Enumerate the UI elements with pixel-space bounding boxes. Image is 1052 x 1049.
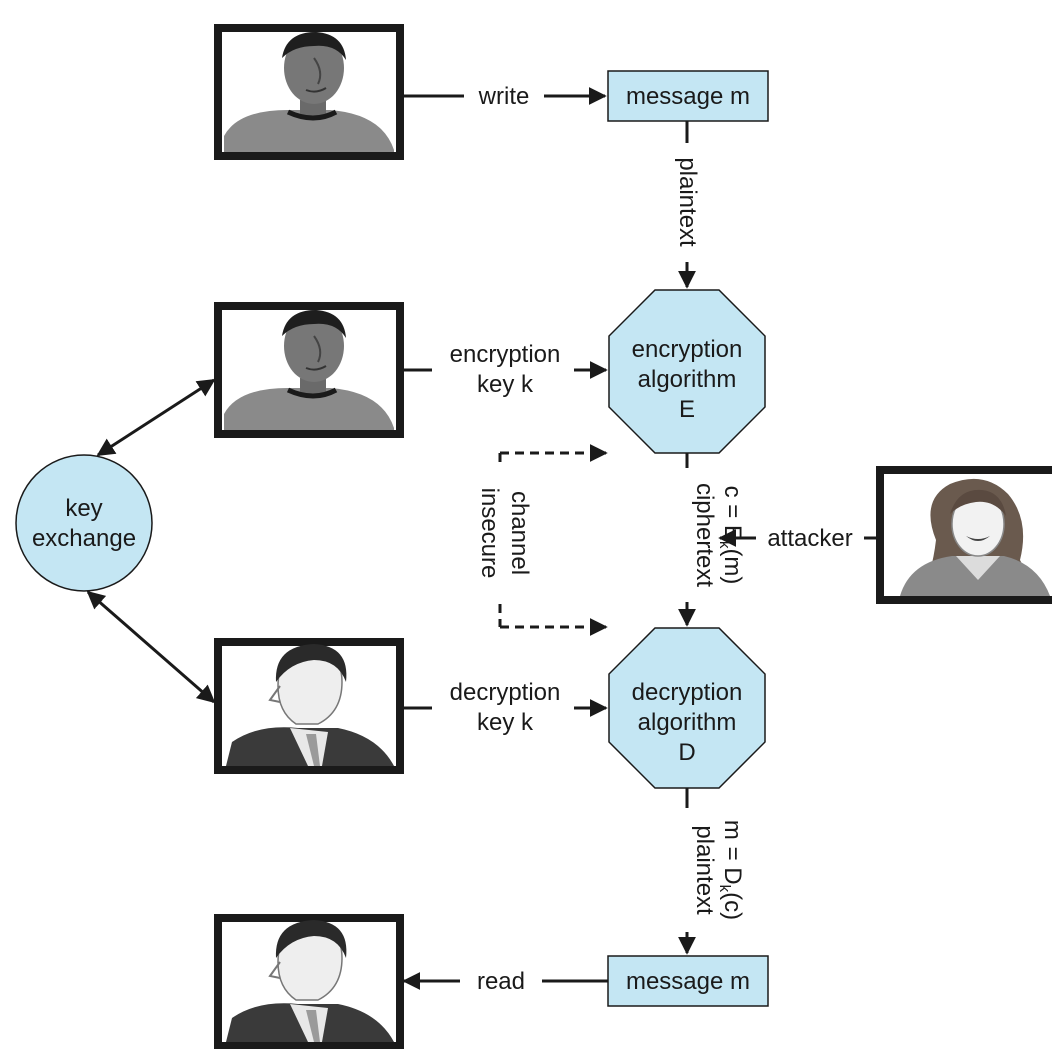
ciphertext-label: ciphertext c = Ek(m) — [691, 483, 746, 587]
insecure-channel-line1: insecure — [476, 488, 503, 579]
businessman-portrait-icon — [226, 920, 394, 1042]
read-label: read — [477, 968, 525, 995]
encryption-algorithm-node: encryption algorithm E — [608, 289, 766, 454]
decryption-node-line2: algorithm — [638, 709, 737, 736]
receiver-portrait-bottom — [214, 914, 404, 1049]
message-box-top: message m — [607, 70, 769, 122]
woman-portrait-icon — [900, 478, 1050, 596]
encryption-node-line1: encryption — [632, 336, 743, 363]
ciphertext-line2: c = Ek(m) — [716, 486, 746, 585]
key-exchange-node: key exchange — [15, 454, 153, 592]
decryption-key-line1: decryption — [450, 679, 561, 706]
edges — [86, 87, 876, 990]
encryption-key-line2: key k — [477, 371, 534, 398]
decryption-key-line2: key k — [477, 709, 534, 736]
message-bottom-label: message m — [626, 968, 750, 995]
sender-portrait-key — [214, 302, 404, 438]
attacker-label: attacker — [767, 525, 852, 552]
businessman-portrait-icon — [226, 644, 394, 766]
insecure-channel-line2: channel — [506, 491, 533, 575]
decryption-node-line1: decryption — [632, 679, 743, 706]
encryption-node-line2: algorithm — [638, 366, 737, 393]
write-label: write — [478, 83, 530, 110]
sender-portrait-top — [214, 24, 404, 160]
plaintext-top-label: plaintext — [674, 157, 701, 247]
receiver-portrait-key — [214, 638, 404, 774]
key-exchange-line1: key — [65, 495, 102, 522]
plaintext-bottom-line2: m = Dk(c) — [716, 820, 746, 920]
plaintext-bottom-label: plaintext m = Dk(c) — [691, 820, 746, 920]
decryption-node-line3: D — [678, 739, 695, 766]
man-portrait-icon — [224, 310, 394, 430]
plaintext-bottom-line1: plaintext — [691, 825, 718, 915]
encryption-key-line1: encryption — [450, 341, 561, 368]
man-portrait-icon — [224, 32, 394, 152]
key-exchange-edge-bottom — [86, 590, 216, 704]
key-exchange-edge-top — [96, 378, 216, 457]
key-exchange-line2: exchange — [32, 525, 136, 552]
ciphertext-line1: ciphertext — [691, 483, 718, 587]
encryption-node-line3: E — [679, 396, 695, 423]
insecure-channel-bracket — [498, 444, 608, 636]
decryption-algorithm-node: decryption algorithm D — [608, 627, 766, 789]
attacker-portrait — [876, 466, 1052, 604]
message-box-bottom: message m — [607, 955, 769, 1007]
message-top-label: message m — [626, 83, 750, 110]
